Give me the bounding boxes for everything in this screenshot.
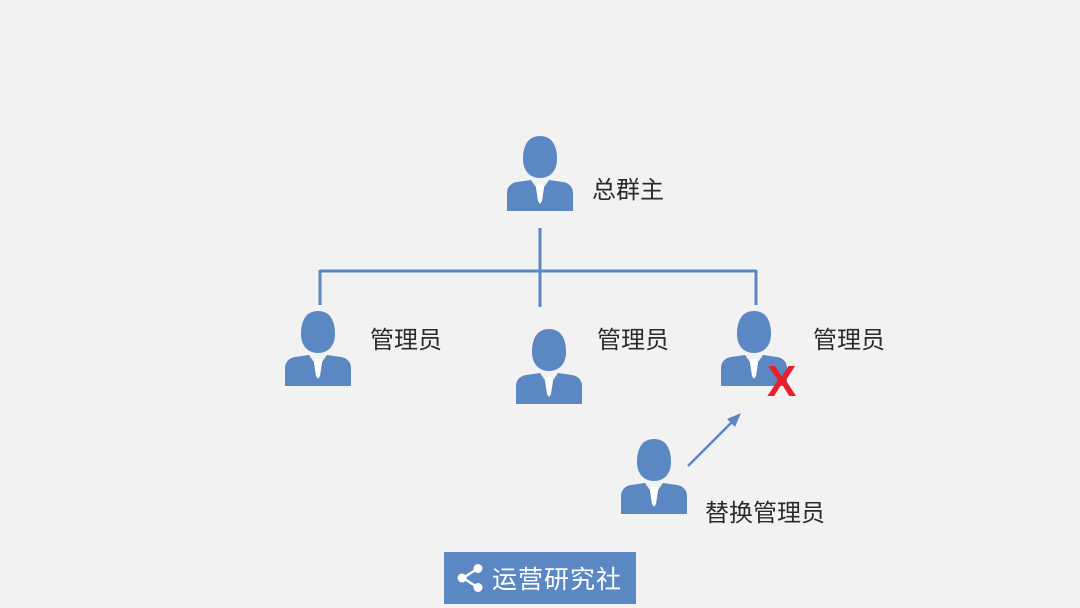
admin-left-label: 管理员 — [370, 326, 442, 354]
share-icon — [457, 564, 483, 592]
replacement-label: 替换管理员 — [705, 499, 825, 527]
admin-middle-person-icon — [516, 329, 582, 404]
replacement-arrow — [687, 413, 741, 467]
replacement-person-icon — [621, 439, 687, 514]
tree-connectors — [318, 228, 758, 307]
removed-x-mark: X — [767, 357, 797, 406]
brand-badge: 运营研究社 — [444, 552, 636, 604]
admin-middle-label: 管理员 — [597, 326, 669, 354]
admin-left-person-icon — [285, 311, 351, 386]
root-person-icon — [507, 136, 573, 211]
root-label: 总群主 — [592, 176, 664, 204]
brand-text: 运营研究社 — [492, 565, 623, 594]
admin-right-label: 管理员 — [813, 326, 885, 354]
